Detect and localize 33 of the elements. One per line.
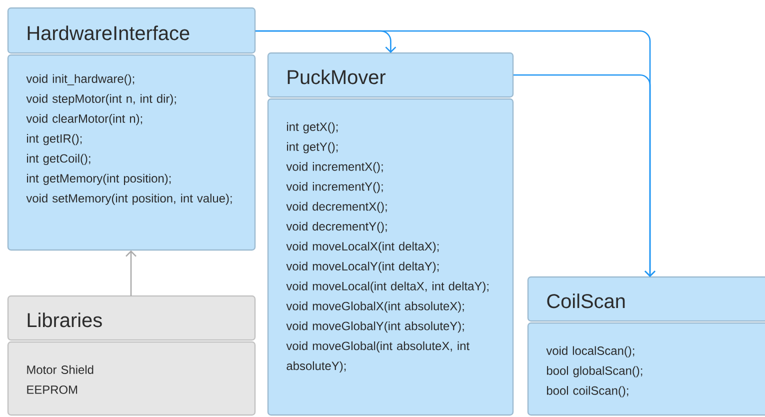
node-label: void init_hardware(); [26,74,134,86]
method-list: void localScan(); bool globalScan(); bool coilScan(); [546,346,642,398]
node-label: void setMemory(int position, int value); [26,194,232,205]
class-name: PuckMover [288,70,386,84]
node-label: void decrementY(); [286,222,387,233]
arrow [513,74,656,277]
class-name: Libraries [28,312,102,328]
class-name: CoilScan [547,294,625,308]
node-label: void incrementX(); [286,162,383,174]
node-label: int getCoil(); [27,154,90,166]
node-label: void clearMotor(int n); [26,114,142,126]
node-label: void moveGlobal(int absoluteX, int absoluteY); [286,341,470,372]
class-box [267,52,514,416]
node-label: int getY(); [287,142,338,154]
class-box [7,7,256,251]
method-list: void init_hardware(); void stepMotor(int n, int dir); void clearMotor(int n); int getIR(); int getCoil(); int getMemory(int position); void setMemory(int position, int value); [26,74,232,205]
node-label: void decrementX(); [286,202,387,214]
node-label: int getX(); [287,122,338,134]
node-label: int getIR(); [27,134,82,146]
class-box [527,276,765,416]
node-label: void moveLocalY(int deltaY); [286,262,439,273]
node-label: void moveLocalX(int deltaX); [286,242,439,253]
method-list: int getX(); int getY(); void incrementX(); void incrementY(); void decrementX(); void decrementY(); void moveLocalX(int deltaX); void moveLocalY(int deltaY); void moveLocal(int deltaX, int deltaY); void moveGlobalX(int absoluteX); void moveGlobalY(int absoluteY); void moveGlobal(int absoluteX, int absoluteY); [286,122,488,372]
method-list: Motor Shield EEPROM [27,365,94,394]
node-label: int getMemory(int position); [27,174,171,185]
arrow [126,250,136,296]
node-label: void moveLocal(int deltaX, int deltaY); [286,282,488,293]
class-box [7,295,256,416]
node-label: void moveGlobalY(int absoluteY); [286,321,464,333]
node-label: void stepMotor(int n, int dir); [26,94,176,106]
node-label: void incrementY(); [286,182,383,194]
node-label: void moveGlobalX(int absoluteX); [286,302,464,313]
class-name: HardwareInterface [28,26,190,40]
